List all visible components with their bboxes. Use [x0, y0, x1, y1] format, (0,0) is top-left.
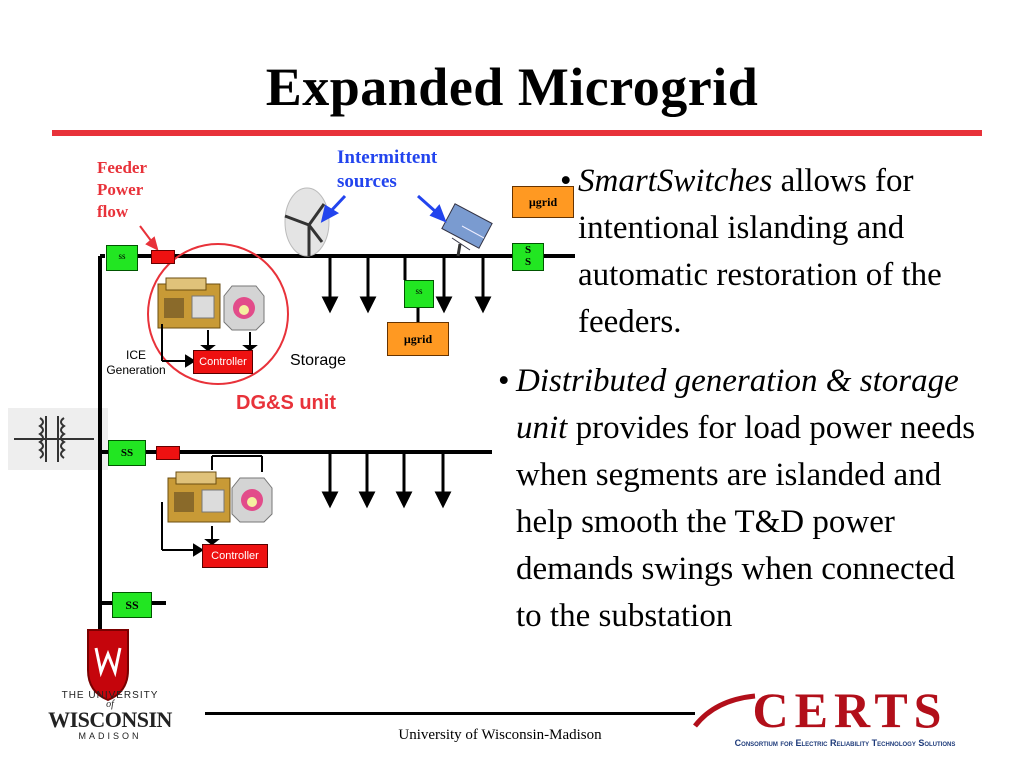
bullet-text: allows for intentional islanding and aut… [578, 163, 942, 340]
feeder-power-flow-label: Feeder Power flow [97, 158, 148, 221]
ice-generator-icon [157, 277, 221, 329]
ice-generation-label: ICE Generation [106, 348, 166, 377]
bullet-dgs: • Distributed generation & storage unit … [498, 358, 986, 640]
intermittent-arrows [320, 194, 447, 223]
lower-controller-wiring [161, 455, 263, 557]
footer-text: University of Wisconsin-Madison [398, 727, 602, 743]
transformer-icon [14, 416, 94, 462]
certs-tagline: Consortium for Electric Reliability Tech… [734, 738, 956, 748]
bullet-emphasis: Distributed generation & storage unit [516, 363, 959, 446]
feeder-flow-arrow [139, 225, 159, 251]
storage-flywheel-icon-lower [231, 477, 273, 523]
smart-switch-middle[interactable]: SS [108, 440, 146, 466]
red-switch-upper[interactable] [151, 250, 175, 264]
ugrid-box-branch[interactable]: µgrid [387, 322, 449, 356]
bullet-smartswitches: • SmartSwitches allows for intentional i… [560, 158, 1018, 346]
bullet-emphasis: SmartSwitches [578, 163, 773, 199]
upper-controller-wiring [161, 324, 258, 368]
bullet-dot: • [498, 363, 510, 399]
uw-crest-icon [87, 629, 129, 702]
upper-load-arrows [321, 256, 492, 322]
bullet-dot: • [560, 163, 572, 199]
controller-upper[interactable]: Controller [193, 350, 253, 374]
certs-logo-swoosh [693, 693, 756, 728]
red-switch-middle[interactable] [156, 446, 180, 460]
smart-switch-upper[interactable]: ss [106, 245, 138, 271]
intermittent-sources-label: Intermittent sources [337, 147, 438, 192]
bullet-text: provides for load power needs when segme… [516, 410, 976, 634]
dgs-unit-circle [147, 243, 289, 385]
dgs-unit-label: DG&S unit [236, 392, 336, 414]
slide-title: Expanded Microgrid [265, 57, 759, 117]
ugrid-box-upper[interactable]: µgrid [512, 186, 574, 218]
smart-switch-branch[interactable]: ss [404, 280, 434, 308]
storage-flywheel-icon [223, 285, 265, 331]
ice-generator-icon-lower [167, 471, 231, 523]
certs-logo: CERTS [752, 682, 948, 738]
smart-switch-lower[interactable]: SS [112, 592, 152, 618]
solar-panel-icon [441, 203, 493, 257]
title-underline [52, 130, 982, 136]
footer-rule [205, 712, 695, 715]
controller-lower[interactable]: Controller [202, 544, 268, 568]
wind-turbine-icon [284, 187, 330, 257]
middle-load-arrows [321, 452, 452, 509]
uw-logo: THE UNIVERSITY of WISCONSIN MADISON [48, 690, 172, 741]
storage-label: Storage [290, 352, 347, 369]
